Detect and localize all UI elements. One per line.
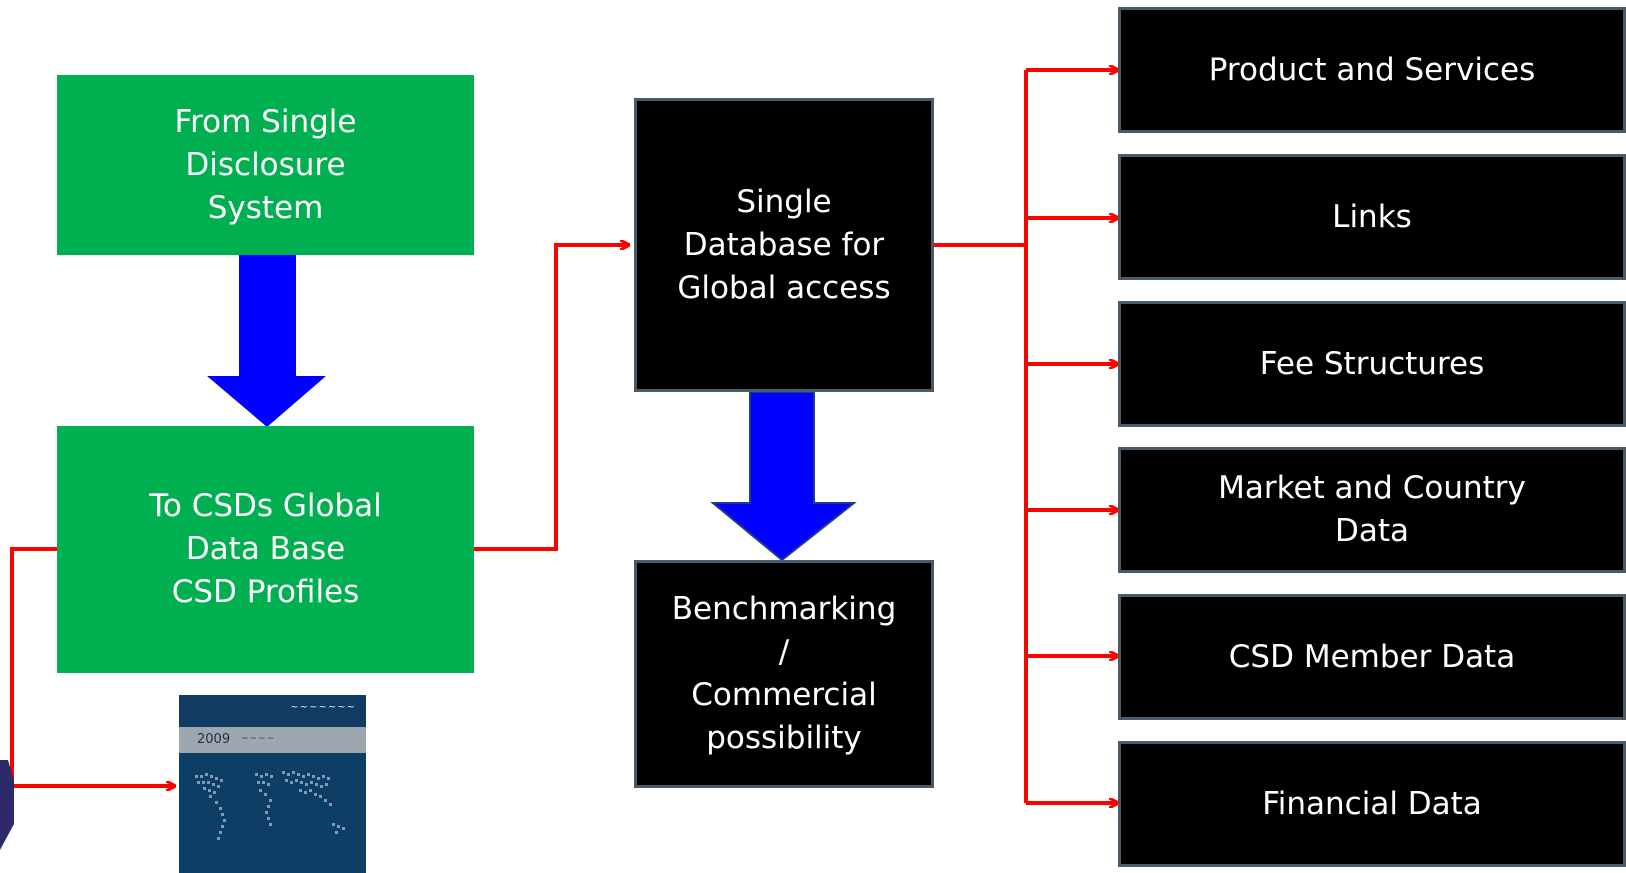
category-market-and-country-data: Market and Country Data: [1118, 447, 1626, 573]
category-fee-structures: Fee Structures: [1118, 301, 1626, 427]
category-label: CSD Member Data: [1228, 638, 1516, 675]
flow-arrow-down-center: [710, 391, 857, 562]
category-label: Links: [1332, 198, 1412, 235]
connector-profiles-to-database: [474, 245, 628, 551]
category-financial-data: Financial Data: [1118, 741, 1626, 867]
benchmark-line-4: possibility: [706, 720, 862, 756]
profiles-line-2: Data Base: [185, 531, 346, 567]
profiles-line-3: CSD Profiles: [171, 574, 360, 610]
report-year: 2009: [197, 732, 231, 747]
category-label: Fee Structures: [1259, 345, 1485, 382]
category-label-line-2: Data: [1334, 513, 1410, 549]
category-label: Financial Data: [1262, 785, 1482, 822]
category-links: Links: [1118, 154, 1626, 280]
source-line-1: From Single: [174, 103, 357, 140]
connector-profiles-to-report: [10, 547, 174, 786]
world-map-icon: [195, 771, 345, 840]
benchmark-line-1: Benchmarking: [671, 591, 897, 627]
database-line-2: Database for: [683, 226, 885, 263]
benchmark-box: Benchmarking / Commercial possibility: [634, 560, 934, 788]
source-line-2: Disclosure: [185, 146, 346, 183]
category-label-line-1: Market and Country: [1218, 470, 1526, 506]
report-title-band: 2009 ~~~~: [179, 727, 366, 753]
flow-arrow-down-left: [207, 255, 326, 427]
database-line-3: Global access: [677, 269, 891, 306]
source-box: From Single Disclosure System: [57, 75, 474, 255]
benchmark-line-3: Commercial: [691, 677, 877, 713]
category-product-and-services: Product and Services: [1118, 7, 1626, 133]
report-cover-image: ~~~~~~~ 2009 ~~~~: [179, 695, 366, 873]
database-line-1: Single: [736, 183, 832, 220]
report-title-scribble: ~~~~: [241, 734, 276, 744]
source-line-3: System: [207, 189, 324, 226]
corner-decoration: [0, 760, 14, 850]
report-publisher-mark: ~~~~~~~: [290, 702, 356, 713]
profiles-line-1: To CSDs Global: [149, 488, 382, 524]
benchmark-line-2: /: [778, 634, 790, 670]
database-box: Single Database for Global access: [634, 98, 934, 392]
category-csd-member-data: CSD Member Data: [1118, 594, 1626, 720]
report-header-band: ~~~~~~~: [179, 695, 366, 727]
category-label: Product and Services: [1208, 51, 1536, 88]
profiles-box: To CSDs Global Data Base CSD Profiles: [57, 426, 474, 673]
